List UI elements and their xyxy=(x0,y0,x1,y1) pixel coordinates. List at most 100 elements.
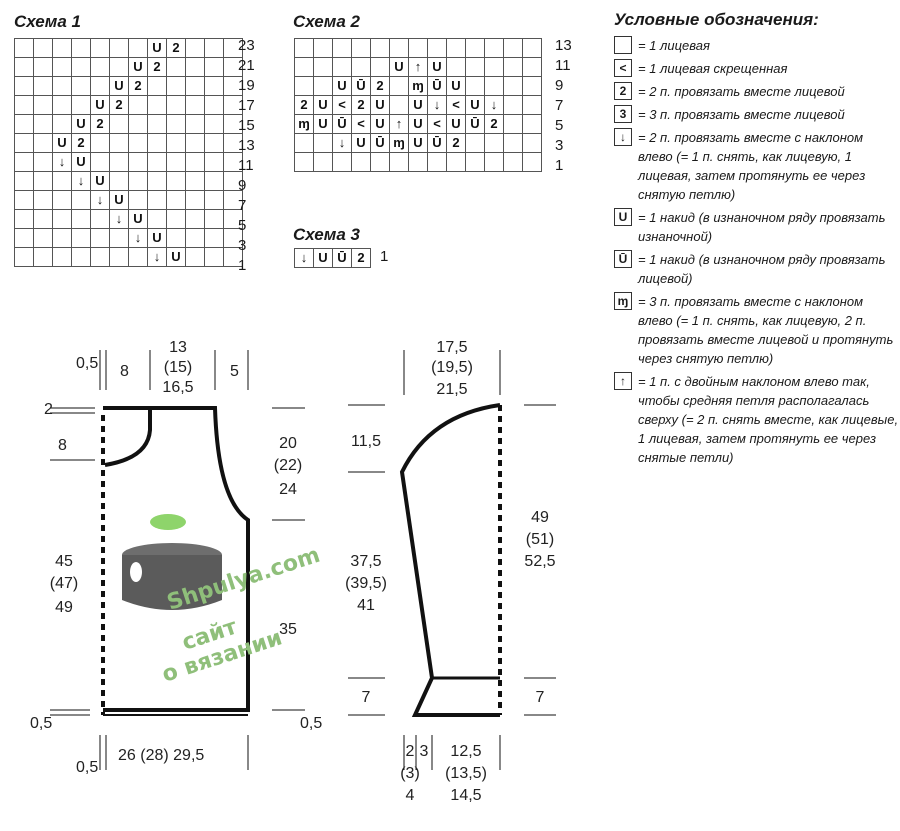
stitch-symbol: U xyxy=(446,76,466,96)
sleeve-total-height-1: 49 xyxy=(531,509,549,526)
sleeve-bottom-mid: 3 xyxy=(420,743,429,760)
stitch-cell xyxy=(185,38,205,58)
stitch-cell xyxy=(128,38,148,58)
legend-text: = 1 лицевая xyxy=(638,38,710,53)
legend-text: = 2 п. провязать вместе лицевой xyxy=(638,84,845,99)
stitch-cell xyxy=(128,95,148,115)
stitch-cell xyxy=(204,95,224,115)
stitch-cell xyxy=(71,190,91,210)
sleeve-cap-height: 11,5 xyxy=(351,433,381,450)
stitch-cell xyxy=(427,152,447,172)
sleeve-piece xyxy=(348,350,556,770)
stitch-cell xyxy=(313,57,333,77)
stitch-symbol: U xyxy=(408,95,428,115)
stitch-cell xyxy=(128,114,148,134)
stitch-cell xyxy=(204,38,224,58)
stitch-symbol: U xyxy=(147,228,167,248)
stitch-cell xyxy=(147,133,167,153)
back-armhole-height-3: 24 xyxy=(279,481,297,498)
stitch-symbol: 2 xyxy=(166,38,186,58)
stitch-cell xyxy=(185,247,205,267)
stitch-cell xyxy=(204,152,224,172)
stitch-cell xyxy=(294,38,314,58)
stitch-cell xyxy=(484,133,504,153)
stitch-symbol: U xyxy=(389,57,409,77)
stitch-cell xyxy=(166,95,186,115)
stitch-cell xyxy=(14,38,34,58)
legend-symbol-icon: ↑ xyxy=(614,372,632,390)
stitch-cell xyxy=(351,38,371,58)
stitch-cell xyxy=(185,152,205,172)
stitch-cell xyxy=(185,114,205,134)
stitch-symbol: ↓ xyxy=(90,190,110,210)
stitch-cell xyxy=(484,57,504,77)
back-piece xyxy=(50,350,305,770)
stitch-cell xyxy=(204,57,224,77)
stitch-cell xyxy=(14,133,34,153)
stitch-cell xyxy=(128,190,148,210)
stitch-cell xyxy=(370,57,390,77)
stitch-cell xyxy=(313,38,333,58)
stitch-symbol: ↓ xyxy=(52,152,72,172)
stitch-symbol: Ū xyxy=(427,76,447,96)
stitch-cell xyxy=(204,133,224,153)
stitch-cell xyxy=(90,209,110,229)
stitch-cell xyxy=(465,152,485,172)
stitch-cell xyxy=(147,171,167,191)
stitch-cell xyxy=(465,57,485,77)
stitch-cell xyxy=(204,228,224,248)
row-label: 5 xyxy=(238,217,247,234)
stitch-cell xyxy=(446,57,466,77)
stitch-cell xyxy=(465,133,485,153)
stitch-cell xyxy=(33,171,53,191)
row-label: 13 xyxy=(555,37,572,54)
stitch-cell xyxy=(14,228,34,248)
stitch-cell xyxy=(33,76,53,96)
stitch-cell xyxy=(503,114,523,134)
stitch-cell xyxy=(389,38,409,58)
back-bottom-margin-left: 0,5 xyxy=(30,715,52,732)
stitch-cell xyxy=(503,152,523,172)
stitch-symbol: U xyxy=(90,95,110,115)
stitch-cell xyxy=(427,38,447,58)
stitch-cell xyxy=(71,76,91,96)
stitch-cell xyxy=(204,247,224,267)
back-neck-depth: 2 xyxy=(44,401,53,418)
stitch-symbol: Ū xyxy=(351,76,371,96)
stitch-cell xyxy=(33,57,53,77)
stitch-symbol: U xyxy=(109,76,129,96)
legend-text: = 1 накид (в изнаночном ряду провязать и… xyxy=(638,210,886,244)
stitch-symbol: 2 xyxy=(370,76,390,96)
sleeve-bottom-width-1: 12,5 xyxy=(450,743,481,760)
stitch-cell xyxy=(14,95,34,115)
grid-row xyxy=(294,152,542,172)
stitch-symbol: ↓ xyxy=(427,95,447,115)
stitch-cell xyxy=(313,133,333,153)
legend-item: Ū= 1 накид (в изнаночном ряду провязать … xyxy=(614,250,899,288)
stitch-cell xyxy=(52,228,72,248)
stitch-cell xyxy=(294,133,314,153)
stitch-symbol: 2 xyxy=(351,95,371,115)
sleeve-top-width-3: 21,5 xyxy=(436,381,467,398)
stitch-cell xyxy=(294,76,314,96)
stitch-cell xyxy=(185,228,205,248)
legend-title: Условные обозначения: xyxy=(614,10,819,29)
stitch-symbol: U xyxy=(128,209,148,229)
stitch-cell xyxy=(313,152,333,172)
stitch-cell xyxy=(52,38,72,58)
legend-item: = 1 лицевая xyxy=(614,36,899,55)
stitch-cell xyxy=(14,114,34,134)
stitch-symbol: U xyxy=(52,133,72,153)
back-top-width-2: (15) xyxy=(164,359,192,376)
stitch-cell xyxy=(166,190,186,210)
legend-item: ↓= 2 п. провязать вместе с наклоном влев… xyxy=(614,128,899,204)
stitch-cell xyxy=(166,171,186,191)
sleeve-total-height-3: 52,5 xyxy=(524,553,555,570)
stitch-symbol: 2 xyxy=(351,248,371,268)
stitch-symbol: ɱ xyxy=(389,133,409,153)
stitch-cell xyxy=(166,209,186,229)
